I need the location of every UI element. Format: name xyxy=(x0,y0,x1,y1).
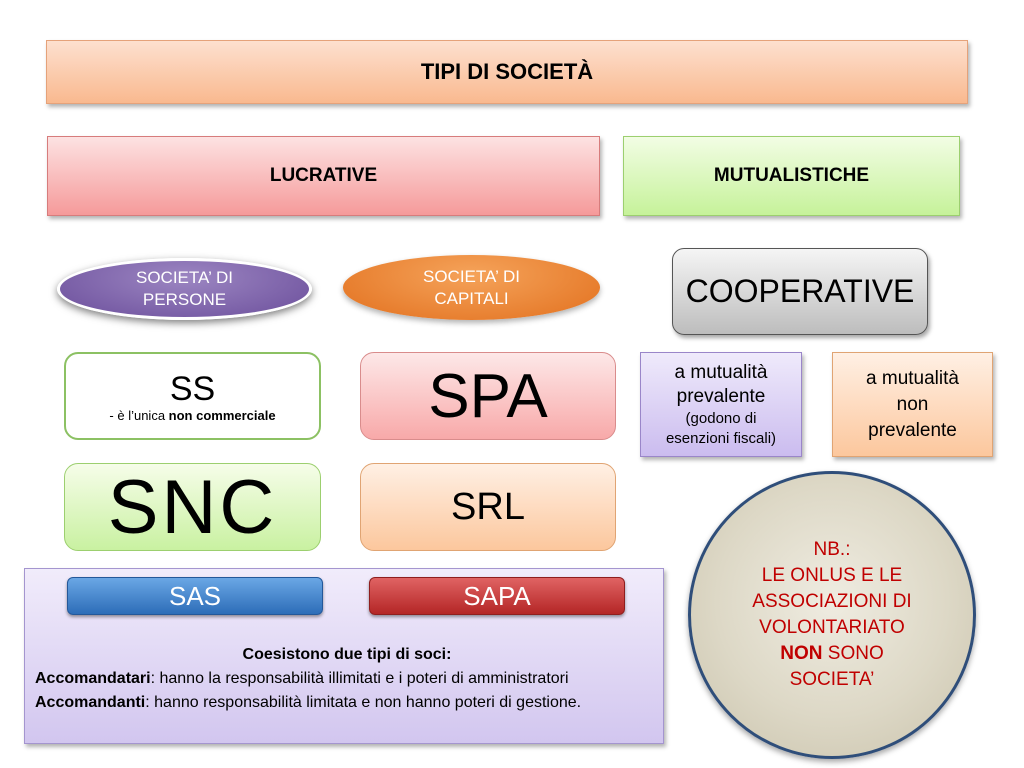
nb-line4: VOLONTARIATO xyxy=(759,617,905,638)
category-mutualistiche: MUTUALISTICHE xyxy=(623,136,960,216)
box-spa: SPA xyxy=(360,352,616,440)
box-cooperative: COOPERATIVE xyxy=(672,248,928,335)
box-snc: SNC xyxy=(64,463,321,551)
oval-societa-di-capitali: SOCIETA’ DI CAPITALI xyxy=(343,255,600,320)
box-mutualita-non-prevalente: a mutualità non prevalente xyxy=(832,352,993,457)
accomandatari-term: Accomandatari xyxy=(35,670,151,687)
nb-line6: SOCIETA’ xyxy=(789,669,875,690)
accomandatari-text: : hanno la responsabilità illimitati e i… xyxy=(150,670,569,687)
panel-accomandita: SAS SAPA Coesistono due tipi di soci: Ac… xyxy=(24,568,664,744)
category-lucrative: LUCRATIVE xyxy=(47,136,600,216)
nb-circle: NB.: LE ONLUS E LE ASSOCIAZIONI DI VOLON… xyxy=(688,471,976,759)
nb-line5: NON SONO xyxy=(780,641,883,667)
nb-non: NON xyxy=(780,643,823,664)
ss-note: - è l’unica non commerciale xyxy=(109,408,275,423)
box-sas: SAS xyxy=(67,577,323,615)
mprev-line3: (godono di xyxy=(685,409,757,427)
panel-heading: Coesistono due tipi di soci: xyxy=(242,646,452,663)
mnon-line1: a mutualità xyxy=(866,367,959,389)
ss-note-bold: non commerciale xyxy=(168,407,276,423)
category-lucrative-label: LUCRATIVE xyxy=(269,165,378,186)
ss-label: SS xyxy=(169,369,216,408)
box-mutualita-prevalente: a mutualità prevalente (godono di esenzi… xyxy=(640,352,802,457)
ss-note-prefix: - è l’unica xyxy=(109,407,169,423)
box-ss: SS - è l’unica non commerciale xyxy=(64,352,321,440)
snc-label: SNC xyxy=(107,464,278,550)
box-sapa: SAPA xyxy=(369,577,625,615)
cooperative-label: COOPERATIVE xyxy=(685,273,915,309)
box-srl: SRL xyxy=(360,463,616,551)
accomandanti-term: Accomandanti xyxy=(35,694,146,711)
sapa-label: SAPA xyxy=(463,580,531,611)
accomandatari-row: Accomandatari: hanno la responsabilità i… xyxy=(35,667,659,691)
accomandanti-text: : hanno responsabilità limitata e non ha… xyxy=(145,694,582,711)
accomandanti-row: Accomandanti: hanno responsabilità limit… xyxy=(35,691,659,715)
mprev-line2: prevalente xyxy=(676,385,766,407)
nb-line5-rest: SONO xyxy=(822,643,884,664)
nb-line3: ASSOCIAZIONI DI xyxy=(752,591,912,612)
persone-line2: PERSONE xyxy=(142,290,227,309)
page-title-text: TIPI DI SOCIETÀ xyxy=(420,59,594,84)
mprev-line1: a mutualità xyxy=(674,361,768,383)
capitali-line2: CAPITALI xyxy=(434,288,509,308)
srl-label: SRL xyxy=(451,485,525,528)
persone-line1: SOCIETA’ DI xyxy=(136,268,233,287)
page-title: TIPI DI SOCIETÀ xyxy=(46,40,968,104)
nb-line1: NB.: xyxy=(813,539,851,560)
mnon-line2: non xyxy=(896,393,929,415)
mnon-line3: prevalente xyxy=(868,419,957,441)
spa-label: SPA xyxy=(428,361,548,431)
oval-societa-di-persone: SOCIETA’ DI PERSONE xyxy=(57,258,312,320)
category-mutualistiche-label: MUTUALISTICHE xyxy=(713,165,870,186)
mprev-line4: esenzioni fiscali) xyxy=(665,429,777,447)
capitali-line1: SOCIETA’ DI xyxy=(423,266,520,286)
sas-label: SAS xyxy=(168,580,222,611)
panel-text: Coesistono due tipi di soci: Accomandata… xyxy=(35,643,659,715)
nb-line2: LE ONLUS E LE xyxy=(761,565,903,586)
